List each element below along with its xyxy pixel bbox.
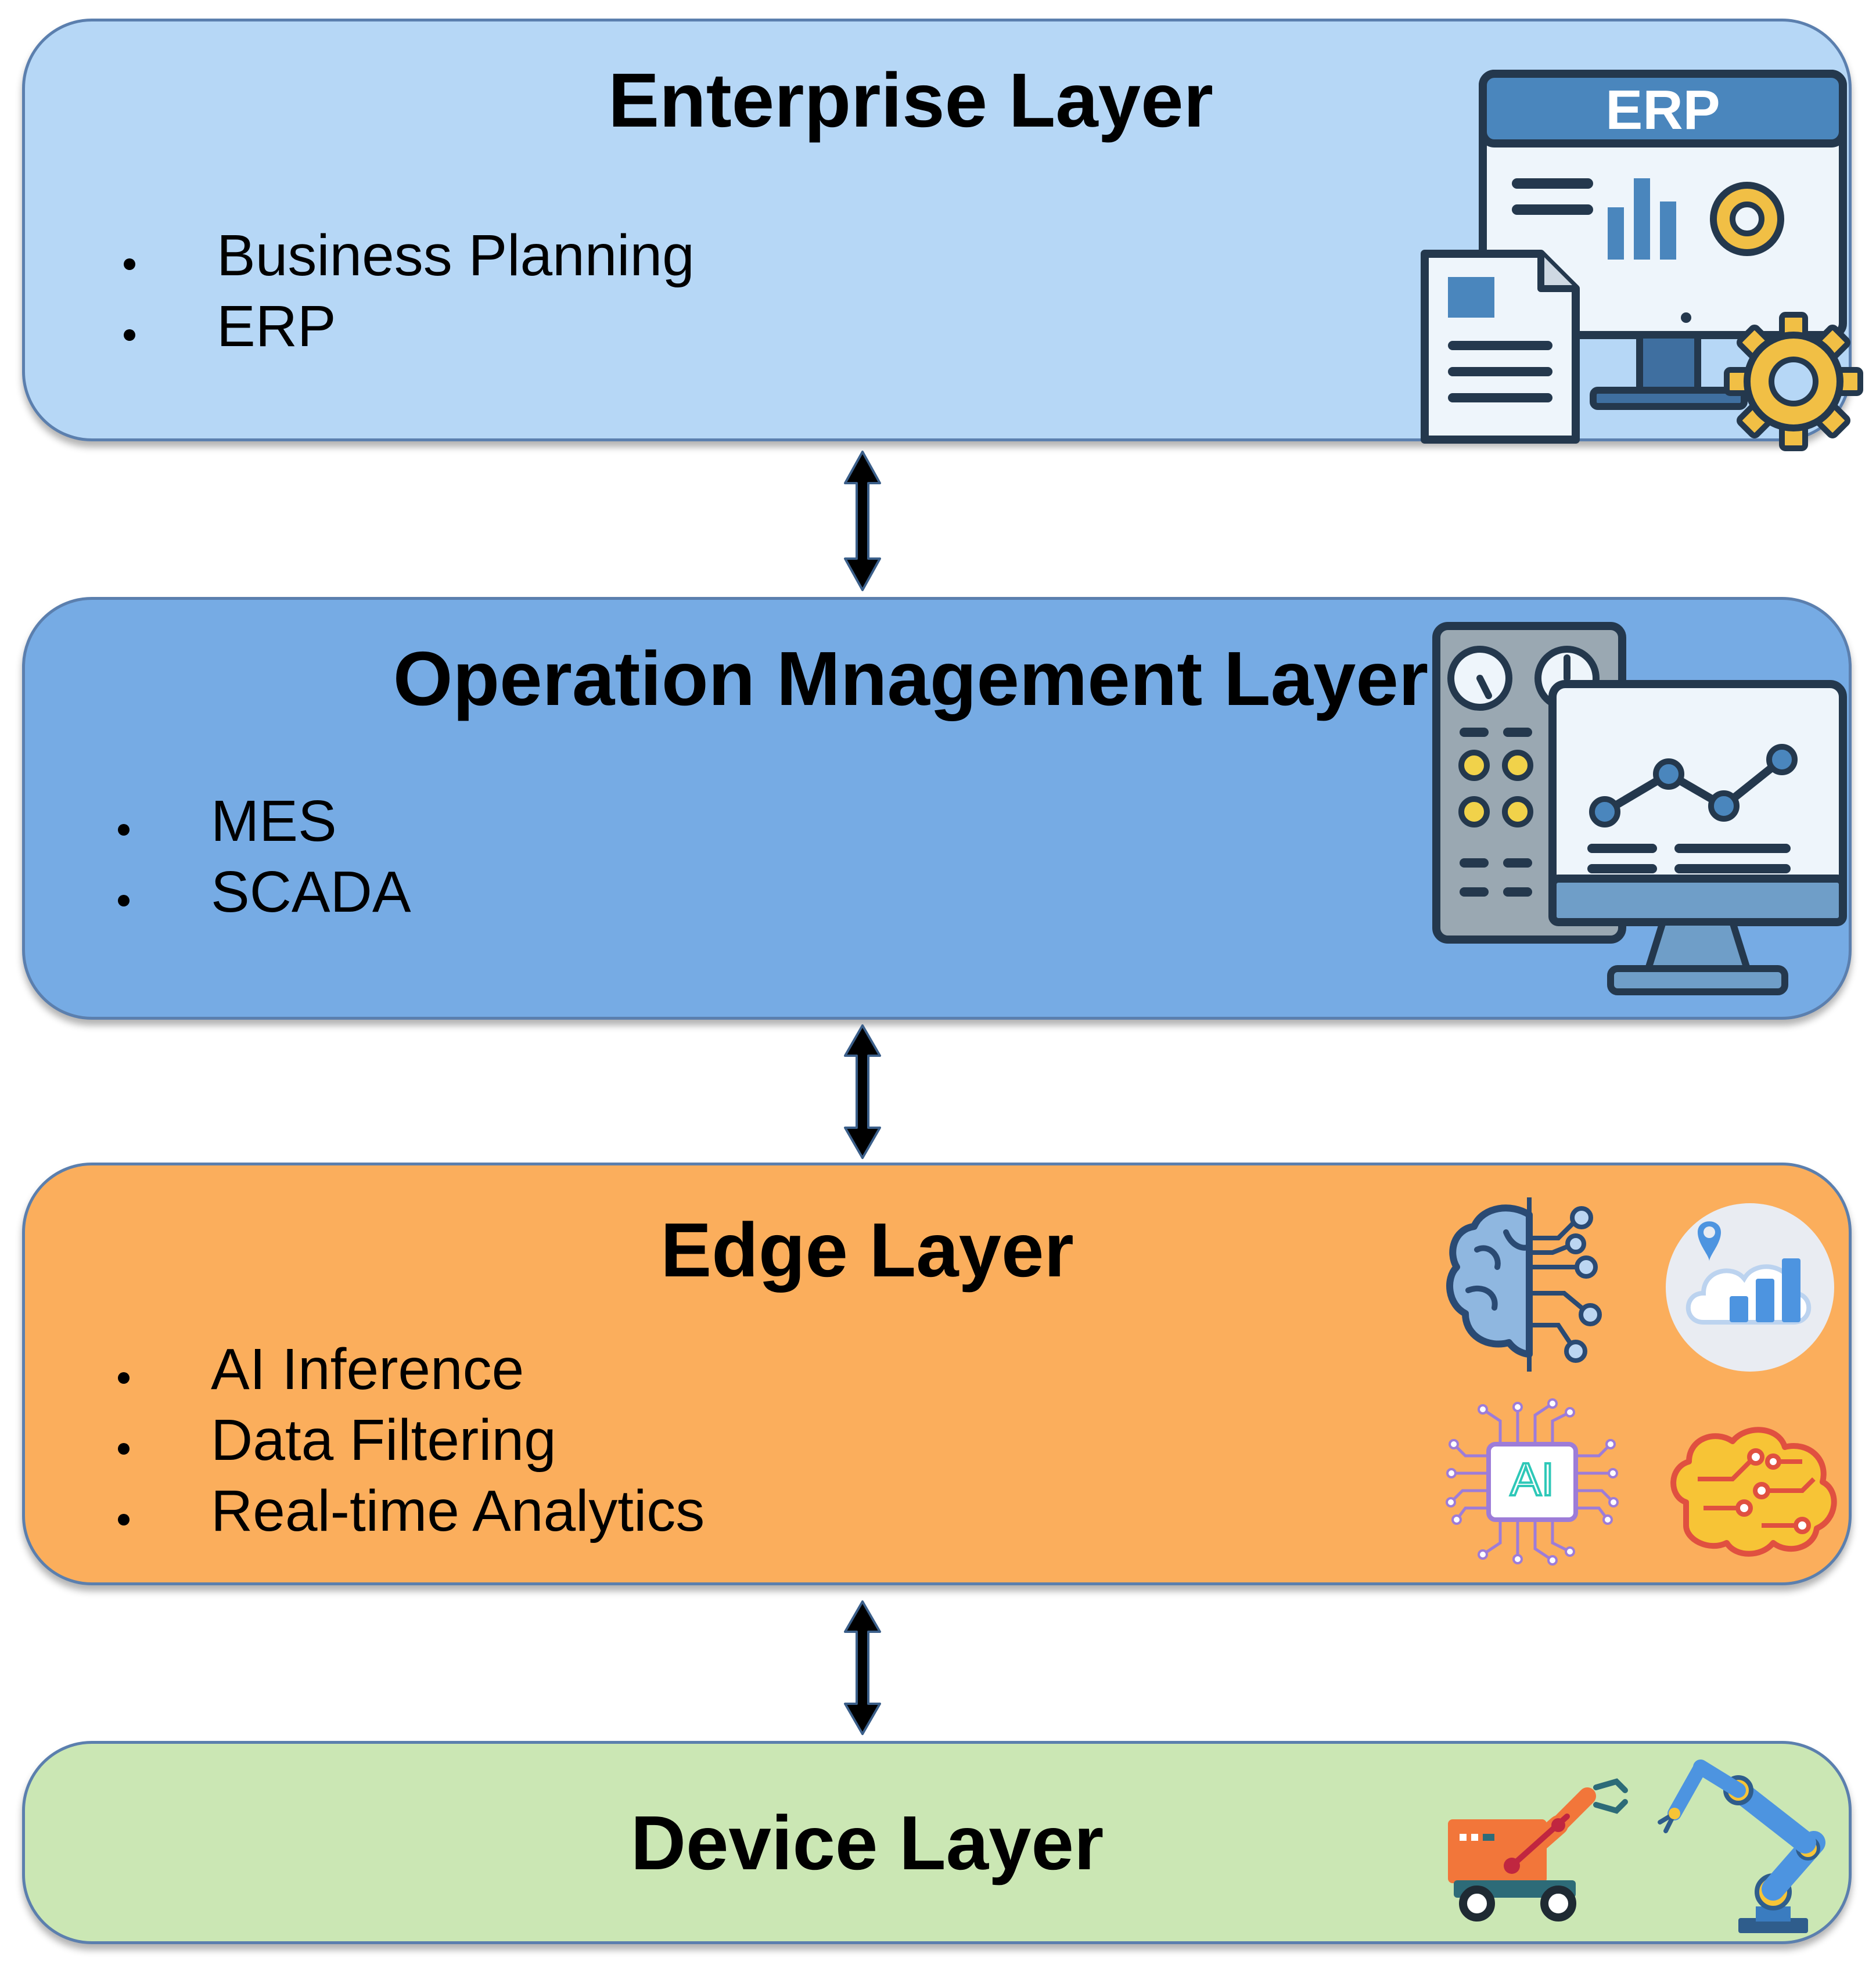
list-item: ERP [25, 291, 695, 362]
control-panel-monitor-icon [1432, 622, 1847, 995]
layer-item-list: Business Planning ERP [25, 220, 695, 362]
device-layer: Device Layer [22, 1741, 1852, 1944]
brain-network-icon [1670, 1427, 1837, 1557]
ai-chip-icon: AI [1446, 1398, 1619, 1566]
list-item: Real-time Analytics [19, 1476, 705, 1546]
list-item: SCADA [19, 857, 411, 927]
list-item: Data Filtering [19, 1405, 705, 1476]
brain-circuit-icon [1446, 1197, 1602, 1377]
cloud-analytics-icon [1666, 1203, 1834, 1372]
erp-label: ERP [1605, 79, 1720, 141]
erp-monitor-icon: ERP [1421, 70, 1863, 451]
layer-title: Edge Layer [660, 1207, 1074, 1293]
bidirectional-arrow [844, 1024, 881, 1159]
bidirectional-arrow [844, 1600, 881, 1735]
list-item: AI Inference [19, 1334, 705, 1405]
robot-cart-icon [1448, 1778, 1628, 1922]
operation-management-layer: Operation Mnagement Layer MES SCADA [22, 597, 1852, 1020]
edge-layer: Edge Layer AI Inference Data Filtering R… [22, 1163, 1852, 1585]
layer-title: Operation Mnagement Layer [393, 636, 1429, 721]
layer-title: Enterprise Layer [608, 57, 1213, 143]
ai-chip-label: AI [1510, 1453, 1554, 1505]
layer-title: Device Layer [630, 1800, 1104, 1886]
enterprise-layer: Enterprise Layer Business Planning ERP E… [22, 19, 1863, 451]
robotic-arm-icon [1658, 1759, 1825, 1933]
bidirectional-arrow [844, 451, 881, 591]
layer-item-list: MES SCADA [19, 786, 411, 927]
list-item: Business Planning [25, 220, 695, 291]
layer-item-list: AI Inference Data Filtering Real-time An… [19, 1334, 705, 1546]
list-item: MES [19, 786, 411, 857]
